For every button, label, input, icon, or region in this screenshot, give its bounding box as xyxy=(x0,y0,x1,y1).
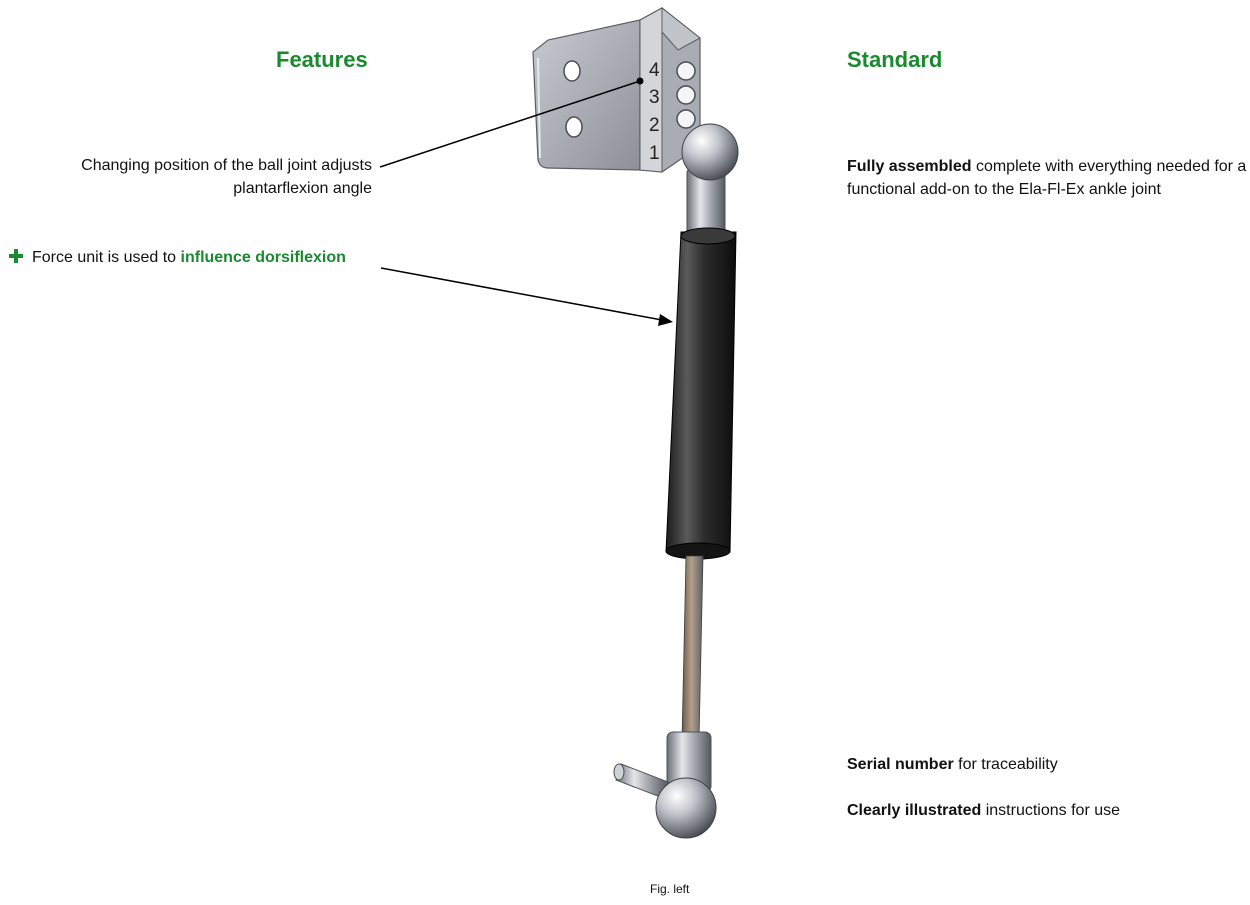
callout-lines xyxy=(379,77,673,326)
standard-item-text: instructions for use xyxy=(981,802,1121,819)
figure-caption: Fig. left xyxy=(650,882,690,896)
standard-item-instructions: Clearly illustrated instructions for use xyxy=(847,799,1120,822)
bottom-ball-joint xyxy=(613,731,717,839)
standard-item-bold: Fully assembled xyxy=(847,158,972,175)
feature-item-force-unit: Force unit is used to influence dorsifle… xyxy=(8,246,346,269)
standard-item-text: for traceability xyxy=(953,756,1058,773)
standard-item-bold: Clearly illustrated xyxy=(847,802,982,819)
top-ball-joint xyxy=(681,123,739,239)
feature-item-ball-joint: Changing position of the ball joint adju… xyxy=(81,157,372,197)
standard-heading: Standard xyxy=(847,47,943,72)
standard-item-text: complete with everything needed for a fu… xyxy=(847,158,1247,198)
bracket: 4 3 2 1 xyxy=(532,6,701,173)
standard-item-assembled: Fully assembled complete with everything… xyxy=(847,155,1247,201)
bracket-number: 4 xyxy=(649,60,660,81)
feature-item-highlight: influence dorsiflexion xyxy=(180,249,346,266)
bracket-number: 3 xyxy=(649,87,660,108)
feature-item-text: Force unit is used to xyxy=(32,249,181,266)
features-heading: Features xyxy=(276,47,368,72)
standard-item-bold: Serial number xyxy=(847,756,954,773)
bracket-number: 2 xyxy=(649,115,660,136)
bracket-number: 1 xyxy=(649,143,660,164)
standard-item-serial: Serial number for traceability xyxy=(847,753,1058,776)
plus-icon xyxy=(8,248,24,264)
piston-rod xyxy=(681,555,704,741)
gas-spring-cylinder xyxy=(665,227,737,560)
